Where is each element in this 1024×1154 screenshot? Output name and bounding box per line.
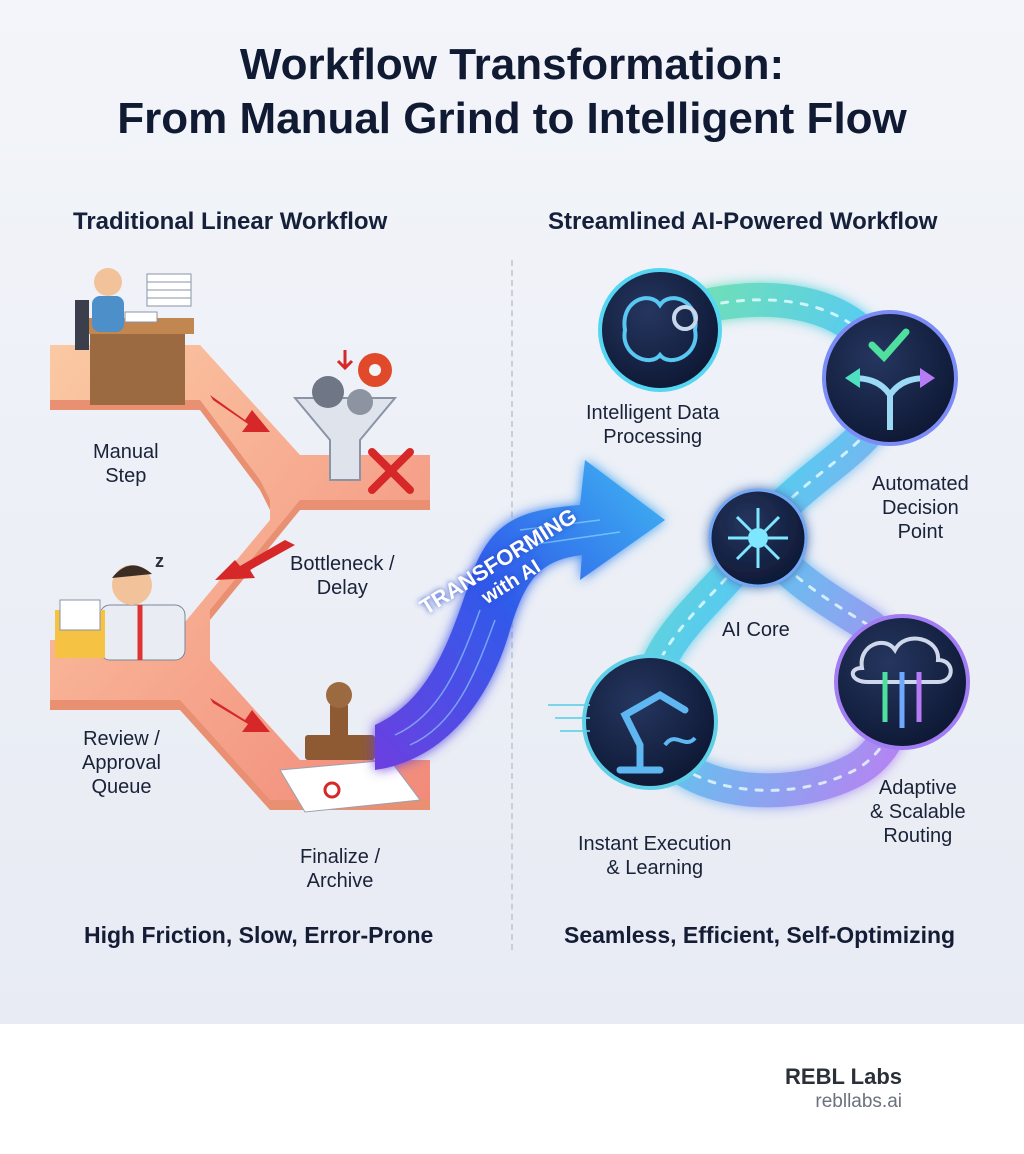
- routing-line-1: Adaptive: [878, 777, 957, 799]
- execution-line-1: Instant Execution: [578, 833, 732, 855]
- cloud-routing-icon: [834, 614, 970, 750]
- right-heading: Streamlined AI-Powered Workflow: [548, 208, 938, 235]
- review-line-1: Review /: [83, 728, 160, 750]
- transformation-arrow: [375, 460, 665, 770]
- right-footer: Seamless, Efficient, Self-Optimizing: [564, 922, 956, 948]
- decision-point-line-2: Decision: [882, 497, 959, 519]
- decision-point-label: Automated Decision Point: [872, 472, 969, 544]
- brand-url: rebllabs.ai: [815, 1091, 902, 1112]
- review-line-2: Approval: [82, 752, 161, 774]
- rubber-stamp-icon: [279, 682, 421, 813]
- routing-line-2: & Scalable: [870, 801, 966, 823]
- execution-label: Instant Execution & Learning: [578, 832, 731, 880]
- page-title: Workflow Transformation: From Manual Gri…: [0, 38, 1024, 146]
- manual-step-line-2: Step: [105, 465, 147, 487]
- finalize-label: Finalize / Archive: [300, 845, 380, 893]
- data-processing-line-2: Processing: [603, 426, 703, 448]
- bottleneck-line-2: Delay: [316, 577, 368, 599]
- split-arrows-check-icon: [822, 310, 958, 446]
- ai-core-label: AI Core: [722, 618, 790, 642]
- robot-arm-icon: [548, 654, 718, 790]
- red-flow-arrows: [210, 395, 295, 732]
- svg-text:z: z: [155, 551, 164, 571]
- routing-line-3: Routing: [883, 825, 953, 847]
- network-hub-icon: [708, 488, 808, 588]
- review-line-3: Queue: [91, 776, 152, 798]
- left-heading: Traditional Linear Workflow: [73, 208, 388, 235]
- decision-point-line-3: Point: [897, 521, 944, 543]
- workflow-illustration: z: [50, 268, 970, 813]
- brand-block: REBL Labs rebllabs.ai: [785, 1064, 902, 1114]
- execution-line-2: & Learning: [606, 857, 704, 879]
- bottleneck-label: Bottleneck / Delay: [290, 552, 395, 600]
- manual-step-line-1: Manual: [93, 441, 159, 463]
- data-processing-line-1: Intelligent Data: [586, 402, 720, 424]
- decision-point-line-1: Automated: [872, 473, 969, 495]
- tired-reviewer-icon: z: [55, 551, 186, 661]
- data-processing-label: Intelligent Data Processing: [586, 401, 719, 449]
- left-footer: High Friction, Slow, Error-Prone: [84, 922, 434, 948]
- brain-gear-icon: [598, 268, 722, 392]
- finalize-line-2: Archive: [306, 870, 374, 892]
- review-label: Review / Approval Queue: [82, 727, 161, 799]
- brand-name: REBL Labs: [785, 1064, 902, 1089]
- person-at-desk-icon: [75, 268, 194, 405]
- manual-step-label: Manual Step: [93, 440, 159, 488]
- funnel-gears-icon: [292, 350, 414, 494]
- finalize-line-1: Finalize /: [300, 846, 381, 868]
- routing-label: Adaptive & Scalable Routing: [870, 776, 966, 848]
- ai-core-line-1: AI Core: [722, 619, 790, 641]
- title-line-1: Workflow Transformation:: [239, 40, 785, 89]
- title-line-2: From Manual Grind to Intelligent Flow: [117, 94, 907, 143]
- bottleneck-line-1: Bottleneck /: [290, 553, 395, 575]
